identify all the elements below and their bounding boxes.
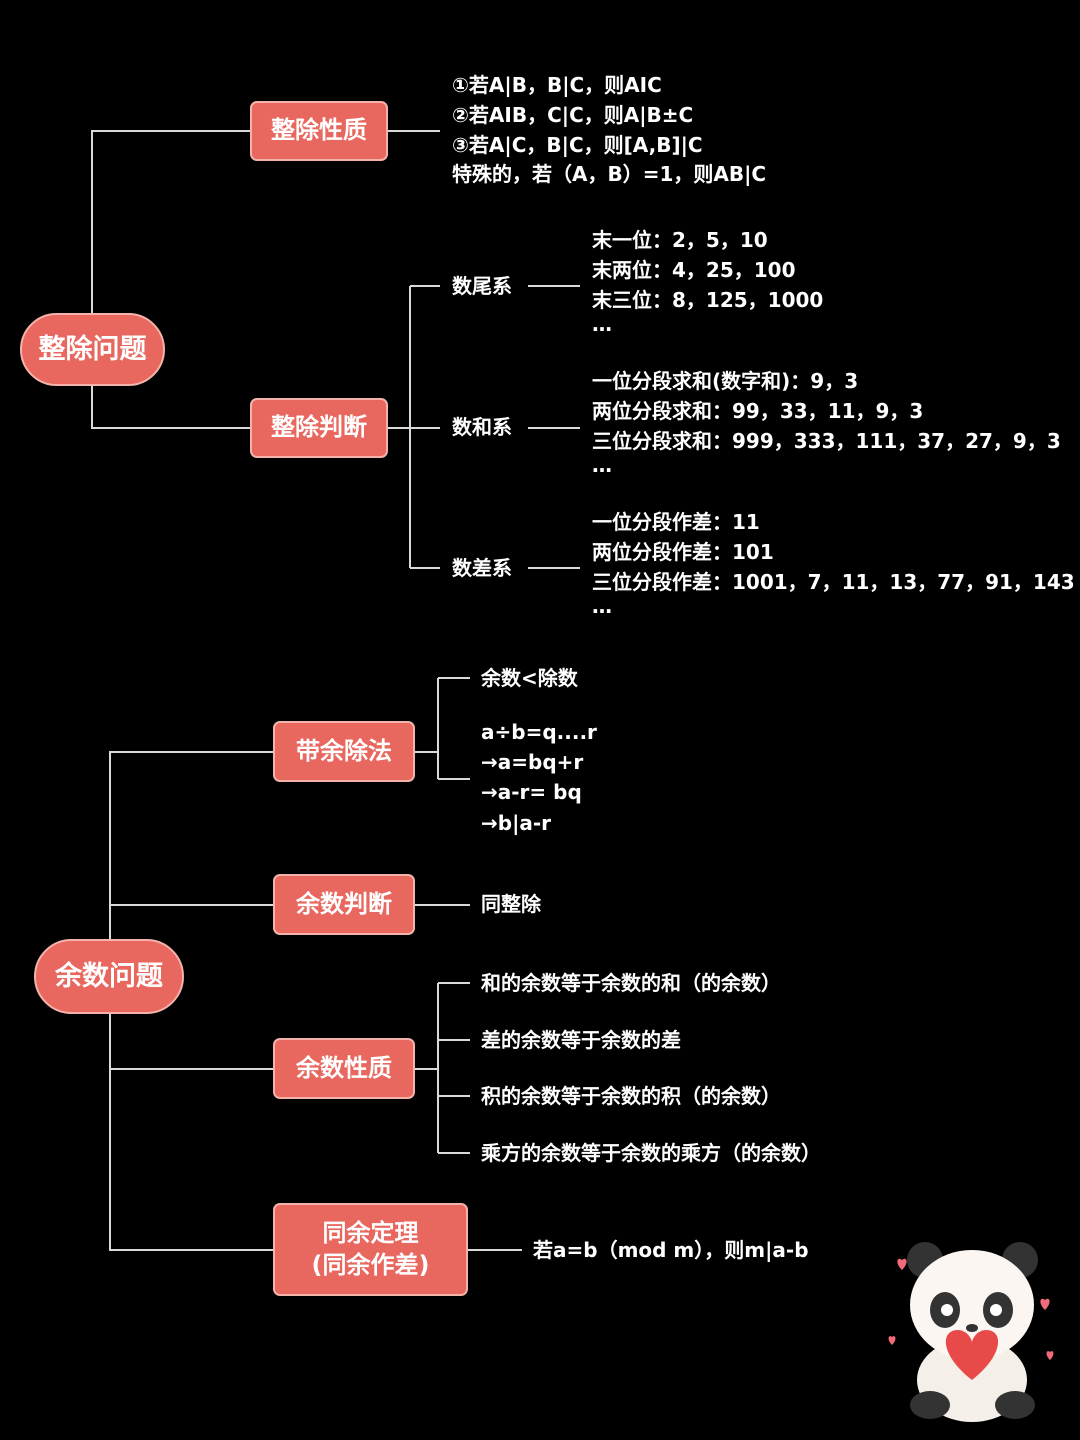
property-text: 特殊的，若（A，B）=1，则AB|C xyxy=(452,162,767,186)
division-text: →a=bq+r xyxy=(481,750,584,774)
rule-text: 末一位：2，5，10 xyxy=(592,228,768,252)
node-divisibility-properties: 整除性质 xyxy=(250,101,388,161)
rule-text: 一位分段作差：11 xyxy=(592,510,760,534)
root-node-remainder: 余数问题 xyxy=(34,939,184,1014)
group-label-sum: 数和系 xyxy=(452,415,512,439)
ellipsis: … xyxy=(592,594,612,618)
ellipsis: … xyxy=(592,312,612,336)
rule-text: 两位分段作差：101 xyxy=(592,540,774,564)
judgement-text: 同整除 xyxy=(481,892,541,916)
remainder-property-text: 积的余数等于余数的积（的余数） xyxy=(481,1084,781,1108)
property-text: ②若AIB，C|C，则A|B±C xyxy=(452,103,694,127)
group-label-diff: 数差系 xyxy=(452,556,512,580)
node-divisibility-judgement: 整除判断 xyxy=(250,398,388,458)
node-remainder-properties: 余数性质 xyxy=(273,1038,415,1099)
division-text: 余数<除数 xyxy=(481,666,578,690)
congruence-subtitle: (同余作差) xyxy=(311,1250,430,1279)
congruence-title: 同余定理 xyxy=(322,1219,419,1248)
node-congruence-theorem: 同余定理 (同余作差) xyxy=(273,1203,468,1296)
node-division-with-remainder: 带余除法 xyxy=(273,721,415,782)
congruence-text: 若a=b（mod m），则m|a-b xyxy=(533,1238,809,1262)
division-text: →a-r= bq xyxy=(481,780,582,804)
division-text: a÷b=q....r xyxy=(481,720,597,744)
rule-text: 两位分段求和：99，33，11，9，3 xyxy=(592,399,924,423)
rule-text: 末两位：4，25，100 xyxy=(592,258,796,282)
panda-sticker-icon xyxy=(888,1242,1054,1422)
property-text: ③若A|C，B|C，则[A,B]|C xyxy=(452,133,703,157)
remainder-property-text: 和的余数等于余数的和（的余数） xyxy=(481,971,781,995)
rule-text: 一位分段求和(数字和)：9，3 xyxy=(592,369,859,393)
remainder-property-text: 乘方的余数等于余数的乘方（的余数） xyxy=(481,1141,821,1165)
root-node-divisibility: 整除问题 xyxy=(20,313,165,386)
rule-text: 三位分段求和：999，333，111，37，27，9，3 xyxy=(592,429,1061,453)
division-text: →b|a-r xyxy=(481,811,552,835)
remainder-property-text: 差的余数等于余数的差 xyxy=(481,1028,681,1052)
property-text: ①若A|B，B|C，则AIC xyxy=(452,73,662,97)
rule-text: 末三位：8，125，1000 xyxy=(592,288,824,312)
rule-text: 三位分段作差：1001，7，11，13，77，91，143 xyxy=(592,570,1075,594)
ellipsis: … xyxy=(592,453,612,477)
node-remainder-judgement: 余数判断 xyxy=(273,874,415,935)
group-label-tail: 数尾系 xyxy=(452,274,512,298)
